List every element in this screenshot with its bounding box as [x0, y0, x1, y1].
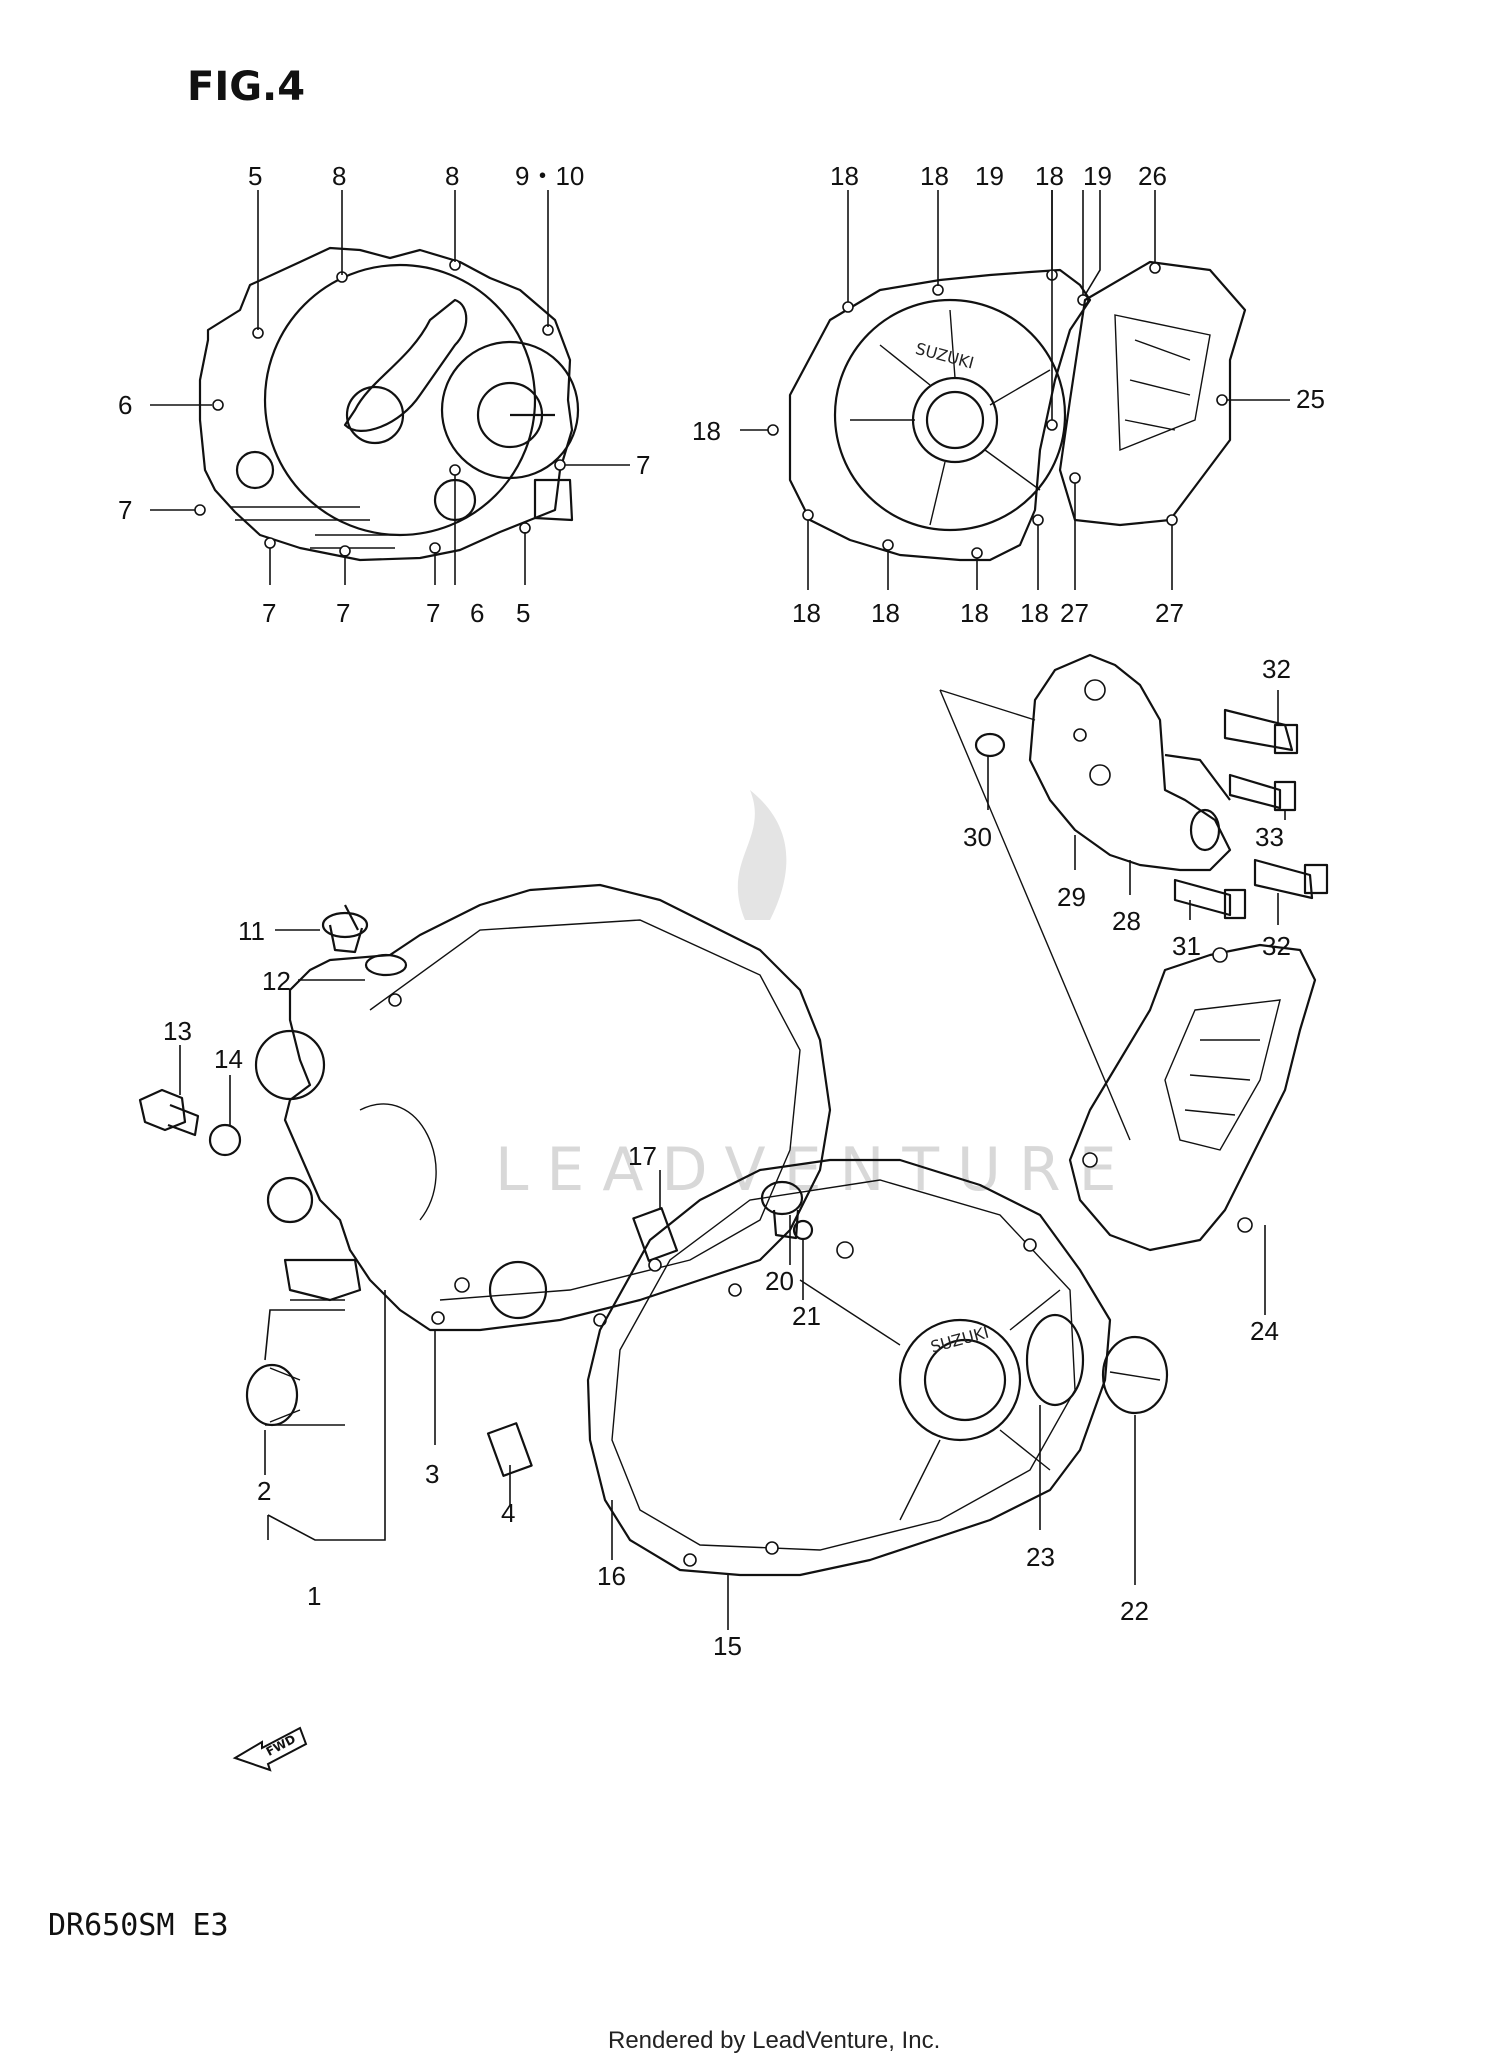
callout-30: 30 — [963, 822, 992, 852]
callout-27a: 27 — [1060, 598, 1089, 628]
callout-16: 16 — [597, 1561, 626, 1591]
callout-7a: 7 — [636, 450, 650, 480]
callout-25: 25 — [1296, 384, 1325, 414]
dowel-pin-17 — [632, 1207, 679, 1262]
bolt-33 — [1228, 773, 1297, 812]
brand-mark-magneto: SUZUKI — [914, 339, 976, 373]
callout-18f: 18 — [871, 598, 900, 628]
callout-7b: 7 — [118, 495, 132, 525]
callout-18b: 18 — [920, 161, 949, 191]
callout-15: 15 — [713, 1631, 742, 1661]
leader-lines — [150, 190, 1290, 1630]
callout-4: 4 — [501, 1498, 515, 1528]
callout-27b: 27 — [1155, 598, 1184, 628]
callout-18a: 18 — [830, 161, 859, 191]
callout-6b: 6 — [470, 598, 484, 628]
magneto-cover-outline: SUZUKI — [767, 268, 1092, 562]
callout-22: 22 — [1120, 1596, 1149, 1626]
callout-1: 1 — [307, 1581, 321, 1611]
callout-24: 24 — [1250, 1316, 1279, 1346]
sprocket-guard-24 — [1068, 943, 1317, 1252]
dowel-pin-4 — [486, 1422, 533, 1477]
callout-29: 29 — [1057, 882, 1086, 912]
callout-7d: 7 — [336, 598, 350, 628]
callout-26: 26 — [1138, 161, 1167, 191]
watermark-text: LEADVENTURE — [495, 1135, 1135, 1205]
callout-18c: 18 — [1035, 161, 1064, 191]
callout-18h: 18 — [1020, 598, 1049, 628]
footer-credit: Rendered by LeadVenture, Inc. — [608, 2027, 940, 2054]
callout-18d: 18 — [692, 416, 721, 446]
callout-5a: 5 — [248, 161, 262, 191]
model-code: DR650SM E3 — [48, 1908, 229, 1943]
o-ring-23 — [1025, 1313, 1085, 1407]
o-ring-12 — [364, 953, 408, 977]
bolt-32b — [1253, 858, 1329, 900]
sprocket-guard-small — [1058, 260, 1247, 527]
callout-6a: 6 — [118, 390, 132, 420]
callout-13: 13 — [163, 1016, 192, 1046]
callout-18e: 18 — [792, 598, 821, 628]
oil-filler-cap — [321, 904, 369, 954]
callout-17: 17 — [628, 1141, 657, 1171]
watermark: LEADVENTURE — [495, 790, 1135, 1205]
callout-19b: 19 — [1083, 161, 1112, 191]
callout-32b: 32 — [1262, 931, 1291, 961]
callout-14: 14 — [214, 1044, 243, 1074]
callout-12: 12 — [262, 966, 291, 996]
callout-labels: 5 8 8 9・10 6 7 7 7 7 7 6 5 18 18 19 18 1… — [118, 161, 1325, 1661]
drain-plug — [138, 1088, 200, 1137]
bolt-31 — [1173, 878, 1247, 920]
callout-33: 33 — [1255, 822, 1284, 852]
pump-cover-group — [939, 653, 1329, 1141]
callout-2: 2 — [257, 1476, 271, 1506]
callout-8a: 8 — [332, 161, 346, 191]
callout-11: 11 — [238, 916, 265, 946]
fwd-arrow-icon: FWD — [232, 1726, 308, 1772]
callout-18g: 18 — [960, 598, 989, 628]
callout-28: 28 — [1112, 906, 1141, 936]
callout-20: 20 — [765, 1266, 794, 1296]
bolt-32a — [1223, 708, 1299, 755]
figure-title: FIG.4 — [187, 64, 305, 110]
callout-8b: 8 — [445, 161, 459, 191]
plug-cap-22 — [1101, 1335, 1169, 1415]
callout-19a: 19 — [975, 161, 1004, 191]
washer-14 — [208, 1123, 242, 1157]
callout-7c: 7 — [262, 598, 276, 628]
callout-9-10: 9・10 — [515, 161, 584, 191]
callout-7e: 7 — [426, 598, 440, 628]
brand-mark-outer-cover: SUZUKI — [928, 1323, 990, 1357]
callout-5b: 5 — [516, 598, 530, 628]
callout-3: 3 — [425, 1459, 439, 1489]
callout-31: 31 — [1172, 931, 1201, 961]
clutch-cover-outline — [194, 246, 580, 562]
oil-seal-2 — [245, 1363, 301, 1427]
callout-23: 23 — [1026, 1542, 1055, 1572]
callout-32a: 32 — [1262, 654, 1291, 684]
callout-21: 21 — [792, 1301, 821, 1331]
